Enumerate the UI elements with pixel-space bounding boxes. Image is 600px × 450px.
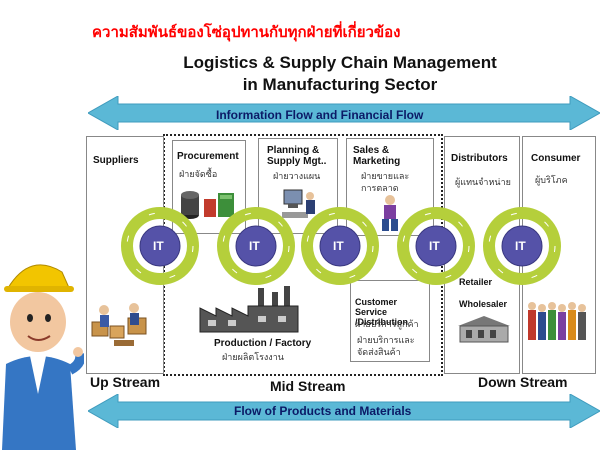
customer-service-box: Customer Service /Distribution ฝ่ายบริกา… <box>350 280 430 362</box>
warehouse-illustration <box>458 316 510 343</box>
info-flow-label: Information Flow and Financial Flow <box>216 108 424 122</box>
computer-user-illustration <box>282 189 315 218</box>
factory-illustration <box>199 286 299 333</box>
customer-service-thai-2: ฝ่ายบริการและจัดส่งสินค้า <box>357 336 415 358</box>
consumer-label: Consumer <box>531 153 581 164</box>
thai-title: ความสัมพันธ์ของโซ่อุปทานกับทุกฝ่ายที่เกี… <box>92 23 401 41</box>
up-stream-label: Up Stream <box>90 374 161 390</box>
production-label: Production / Factory <box>214 338 312 349</box>
it-cycles <box>121 207 561 285</box>
planning-thai: ฝ่ายวางแผน <box>273 172 321 182</box>
sales-thai: ฝ่ายขายและการตลาด <box>361 172 410 194</box>
info-flow-arrow <box>88 96 600 130</box>
it-cycle-1 <box>121 207 199 285</box>
title-line-1: Logistics & Supply Chain Management <box>183 53 497 72</box>
product-flow-label: Flow of Products and Materials <box>234 404 412 418</box>
distributors-label: Distributors <box>451 153 508 164</box>
procurement-thai: ฝ่ายจัดซื้อ <box>179 170 218 180</box>
customer-service-label: Customer Service /Distribution <box>355 297 408 327</box>
mid-stream-label: Mid Stream <box>270 378 346 394</box>
wholesaler-label: Wholesaler <box>459 299 508 309</box>
it-cycle-4 <box>397 207 475 285</box>
it-label-1: IT <box>153 239 164 253</box>
product-flow-arrow <box>88 394 600 428</box>
down-stream-label: Down Stream <box>478 374 568 390</box>
it-cycle-5 <box>483 207 561 285</box>
production-thai: ฝ่ายผลิตโรงงาน <box>222 353 284 363</box>
diagram-title: Logistics & Supply Chain Management in M… <box>160 52 520 96</box>
customer-service-thai-1: ฝ่ายบริการลูกค้า <box>355 320 419 330</box>
salesperson-illustration <box>382 195 398 231</box>
procurement-label: Procurement <box>177 151 239 162</box>
suppliers-label: Suppliers <box>93 155 139 166</box>
it-cycle-3 <box>301 207 379 285</box>
it-label-2: IT <box>249 239 260 253</box>
planning-label: Planning & Supply Mgt.. <box>267 145 327 167</box>
it-label-4: IT <box>429 239 440 253</box>
title-line-2: in Manufacturing Sector <box>242 75 438 94</box>
consumers-crowd-illustration <box>528 302 586 340</box>
it-cycle-2 <box>217 207 295 285</box>
consumer-thai: ผู้บริโภค <box>535 176 568 186</box>
sales-label: Sales & Marketing <box>353 145 401 167</box>
it-label-3: IT <box>333 239 344 253</box>
supplier-workers-illustration <box>91 303 147 346</box>
retailer-label: Retailer <box>459 277 493 287</box>
engineer-mascot-illustration <box>2 264 84 450</box>
distributors-thai: ผู้แทนจำหน่าย <box>455 178 511 188</box>
it-label-5: IT <box>515 239 526 253</box>
